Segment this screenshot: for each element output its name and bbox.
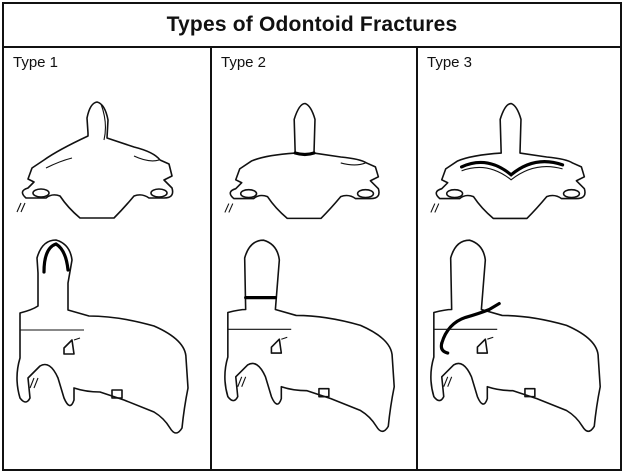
type-1-lateral-view xyxy=(17,240,188,433)
type-3-front-view xyxy=(431,104,585,219)
panel-type-2: Type 2 xyxy=(210,48,416,469)
type-2-lateral-view xyxy=(225,240,394,431)
type-3-illustration xyxy=(418,48,620,469)
figure-title: Types of Odontoid Fractures xyxy=(167,13,458,37)
type-2-front-view xyxy=(225,104,379,219)
type-2-illustration xyxy=(212,48,416,469)
panels-row: Type 1 xyxy=(4,48,620,469)
type-1-illustration xyxy=(4,48,210,469)
type-3-lateral-view xyxy=(431,240,600,431)
type-1-front-view xyxy=(17,102,173,218)
panel-type-1: Type 1 xyxy=(4,48,210,469)
panel-type-3: Type 3 xyxy=(416,48,620,469)
title-bar: Types of Odontoid Fractures xyxy=(4,4,620,48)
